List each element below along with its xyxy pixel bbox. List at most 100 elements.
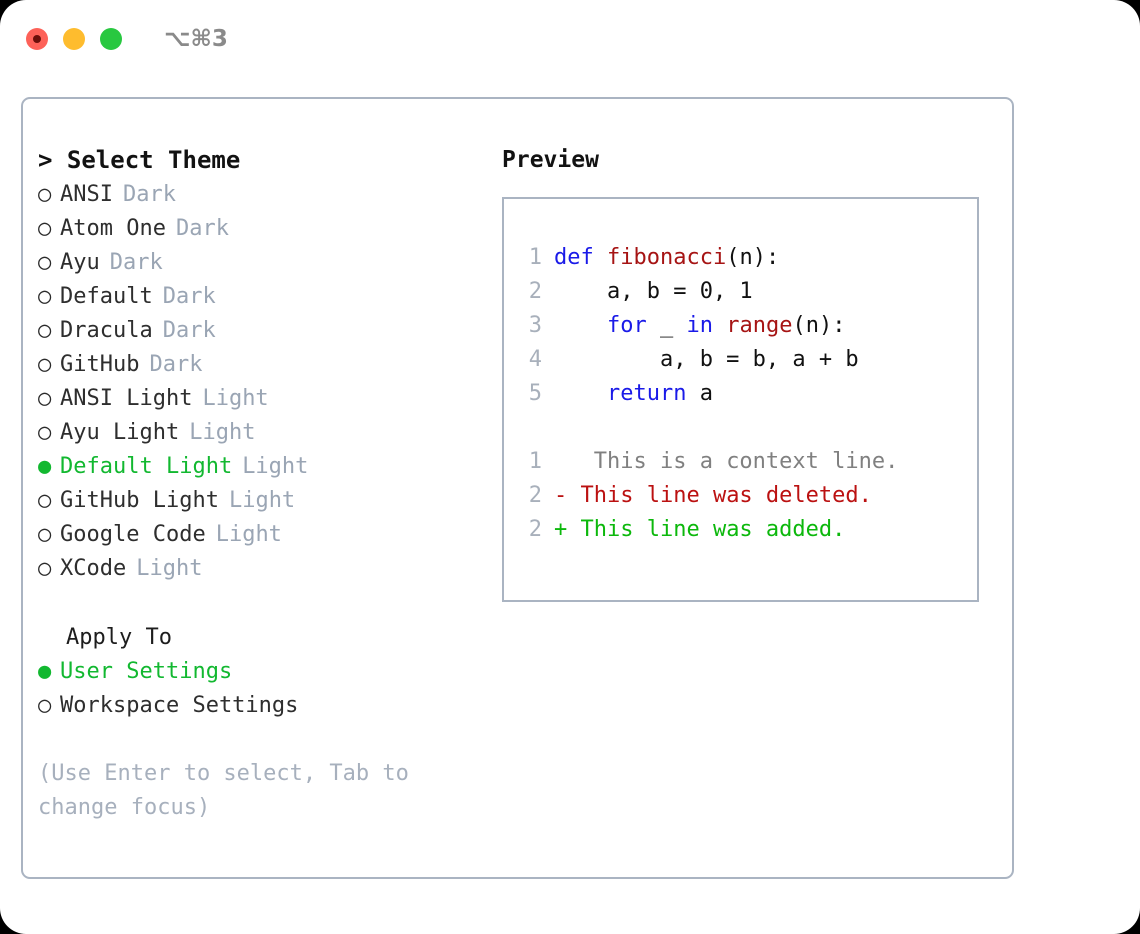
theme-option-label: Ayu Light: [60, 420, 180, 445]
diff-line-number: 1: [528, 449, 542, 474]
code-line: 2 a, b = 0, 1: [516, 275, 898, 309]
diff-line-add: 2 + This line was added.: [516, 513, 898, 547]
code-token-kw: return: [606, 381, 687, 406]
apply-to-option-user-settings[interactable]: ●User Settings: [38, 655, 468, 689]
radio-selected-icon: ●: [38, 454, 52, 479]
code-line-number: 3: [528, 313, 542, 338]
code-token-pl: (n):: [792, 313, 846, 338]
theme-option-dracula[interactable]: ○ Dracula Dark: [38, 314, 468, 348]
theme-option-atom-one[interactable]: ○ Atom One Dark: [38, 212, 468, 246]
theme-option-label: Atom One: [60, 216, 166, 241]
diff-line-content: This line was added.: [567, 517, 846, 542]
theme-option-variant-tag: Dark: [162, 318, 216, 343]
theme-option-ayu-light[interactable]: ○ Ayu Light Light: [38, 416, 468, 450]
minimize-window-button[interactable]: [63, 28, 85, 50]
select-theme-header: > Select Theme: [38, 146, 241, 174]
diff-marker: [554, 449, 567, 474]
theme-option-label: GitHub: [60, 352, 140, 377]
radio-unselected-icon: ○: [38, 318, 52, 343]
diff-lines: 1 This is a context line.2- This line wa…: [516, 445, 899, 547]
apply-to-option-label: Workspace Settings: [60, 693, 299, 718]
code-token-pl: [554, 381, 607, 406]
theme-option-variant-tag: Dark: [162, 284, 216, 309]
code-token-pl: a, b = 0, 1: [554, 279, 753, 304]
theme-option-label: ANSI Light: [60, 386, 193, 411]
apply-to-section: Apply To ●User Settings○Workspace Settin…: [38, 621, 468, 723]
code-line-number: 5: [528, 381, 542, 406]
code-token-kw: def: [554, 245, 607, 270]
code-line: 5 return a: [516, 377, 898, 411]
radio-unselected-icon: ○: [38, 420, 52, 445]
preview-title: Preview: [502, 147, 599, 173]
diff-marker: +: [554, 517, 568, 542]
theme-option-variant-tag: Light: [189, 420, 256, 445]
code-line-number: 1: [528, 245, 542, 270]
radio-unselected-icon: ○: [38, 386, 52, 411]
code-line-text: for _ in range(n):: [554, 309, 845, 343]
theme-option-label: XCode: [60, 556, 127, 581]
code-line: 1 def fibonacci(n):: [516, 241, 898, 275]
code-line-text: a, b = b, a + b: [554, 343, 859, 377]
code-token-pl: _: [646, 313, 687, 338]
traffic-light-group: [26, 28, 122, 50]
theme-option-variant-tag: Light: [242, 454, 309, 479]
theme-option-label: Google Code: [60, 522, 206, 547]
code-line-text: def fibonacci(n):: [554, 241, 779, 275]
code-token-pl: [713, 313, 726, 338]
diff-line-del: 2 - This line was deleted.: [516, 479, 898, 513]
theme-option-google-code[interactable]: ○ Google Code Light: [38, 518, 468, 552]
diff-line-content: This is a context line.: [567, 449, 899, 474]
theme-option-variant-tag: Dark: [149, 352, 203, 377]
theme-option-label: ANSI: [60, 182, 113, 207]
diff-line-text: - This line was deleted.: [554, 479, 872, 513]
theme-option-variant-tag: Light: [215, 522, 282, 547]
theme-option-variant-tag: Dark: [175, 216, 229, 241]
theme-option-github[interactable]: ○ GitHub Dark: [38, 348, 468, 382]
code-token-kw: for: [606, 313, 647, 338]
radio-unselected-icon: ○: [38, 488, 52, 513]
radio-unselected-icon: ○: [38, 216, 52, 241]
apply-to-option-workspace-settings[interactable]: ○Workspace Settings: [38, 689, 468, 723]
theme-option-variant-tag: Light: [228, 488, 296, 513]
theme-option-default-light[interactable]: ● Default Light Light: [38, 450, 468, 484]
theme-option-variant-tag: Dark: [109, 250, 163, 275]
diff-line-text: This is a context line.: [554, 445, 899, 479]
diff-marker: -: [554, 483, 568, 508]
theme-option-label: Dracula: [60, 318, 153, 343]
code-line-number: 2: [528, 279, 542, 304]
window-titlebar: ⌥⌘3: [0, 0, 1140, 78]
theme-option-ansi-light[interactable]: ○ ANSI Light Light: [38, 382, 468, 416]
code-line-number: 4: [528, 347, 542, 372]
close-window-button[interactable]: [26, 28, 48, 50]
code-token-fn: fibonacci: [606, 245, 727, 270]
radio-selected-icon: ●: [38, 659, 52, 684]
theme-option-ansi[interactable]: ○ ANSI Dark: [38, 178, 468, 212]
radio-unselected-icon: ○: [38, 522, 52, 547]
radio-unselected-icon: ○: [38, 352, 52, 377]
maximize-window-button[interactable]: [100, 28, 122, 50]
theme-option-variant-tag: Dark: [122, 182, 176, 207]
diff-line-number: 2: [528, 517, 542, 542]
code-line: 4 a, b = b, a + b: [516, 343, 898, 377]
theme-option-label: Default Light: [60, 454, 233, 479]
theme-option-label: Default: [60, 284, 153, 309]
radio-unselected-icon: ○: [38, 250, 52, 275]
diff-line-text: + This line was added.: [554, 513, 845, 547]
radio-unselected-icon: ○: [38, 182, 52, 207]
theme-option-variant-tag: Light: [202, 386, 269, 411]
code-line: 3 for _ in range(n):: [516, 309, 898, 343]
code-token-pl: a, b = b, a + b: [554, 347, 859, 372]
diff-line-number: 2: [528, 483, 542, 508]
code-line-text: return a: [554, 377, 713, 411]
